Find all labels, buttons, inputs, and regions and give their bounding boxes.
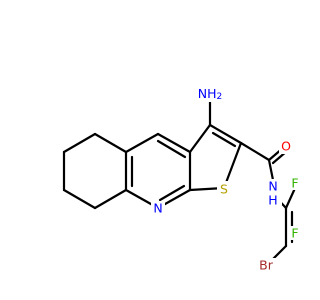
- bonds: [62, 97, 298, 264]
- amino-label: NH2: [198, 86, 222, 103]
- bond: [62, 188, 97, 210]
- bond: [158, 184, 186, 202]
- bond: [124, 132, 160, 154]
- amide-hydrogen-label: H: [268, 193, 277, 208]
- bond: [156, 132, 192, 154]
- thiophene-sulfur-label: S: [220, 182, 228, 197]
- bond: [62, 132, 97, 154]
- bond: [208, 123, 243, 145]
- carbonyl-oxygen-label: O: [281, 139, 291, 154]
- bond: [156, 139, 187, 159]
- amide-nitrogen-label: N: [268, 179, 277, 194]
- fluorine-top-label: F: [291, 176, 298, 191]
- bond: [211, 131, 237, 148]
- fluorine-right-label: F: [291, 226, 298, 241]
- bond: [93, 132, 128, 154]
- bond: [239, 141, 271, 162]
- bromine-label: Br: [259, 258, 274, 273]
- bond: [267, 158, 275, 182]
- bond: [93, 188, 128, 210]
- structure-diagram: NH2 N S O N H F F Br: [62, 86, 300, 273]
- bond: [188, 123, 212, 154]
- atom-labels: NH2 N S O N H F F Br: [151, 86, 300, 273]
- molecule-canvas: NH2 N S O N H F F Br: [62, 85, 300, 273]
- pyridine-nitrogen-label: N: [153, 201, 162, 216]
- bond: [222, 141, 243, 190]
